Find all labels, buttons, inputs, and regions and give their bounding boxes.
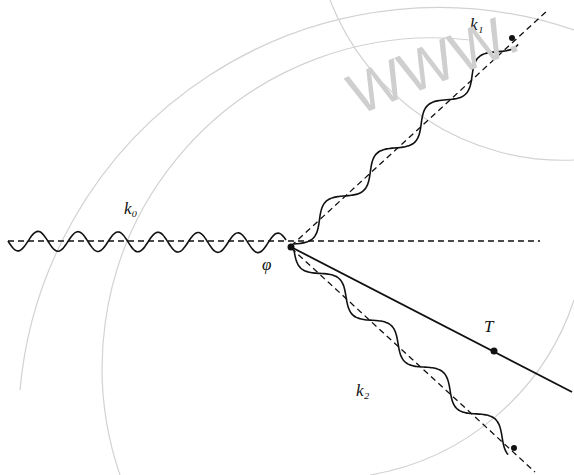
vertex-dot: [288, 244, 295, 251]
photon-dot: [511, 445, 517, 451]
photon-direction: [291, 248, 535, 472]
watermark-arc: [330, 0, 574, 160]
symbol-label: k₂: [356, 382, 369, 399]
watermark-arcs: [20, 0, 574, 475]
photon-wave: [294, 250, 508, 455]
electron-dot: [491, 348, 498, 355]
electron-track: [291, 247, 572, 392]
watermark: WWW.: [340, 4, 526, 124]
watermark-arc: [102, 38, 470, 475]
photon-wave: [8, 231, 286, 252]
watermark-arc: [370, 300, 574, 475]
symbol-label: k₀: [124, 200, 137, 217]
symbol-label: T: [484, 318, 493, 335]
symbol-label: φ: [262, 256, 271, 273]
